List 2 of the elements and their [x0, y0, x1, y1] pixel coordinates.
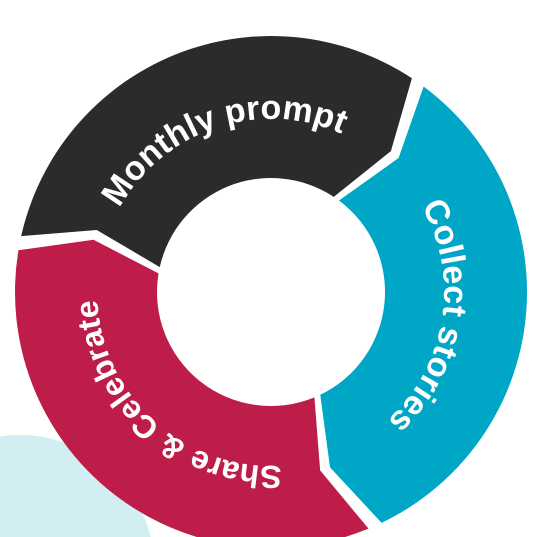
- cycle-segment: [15, 240, 369, 537]
- cycle-segment: [21, 36, 412, 268]
